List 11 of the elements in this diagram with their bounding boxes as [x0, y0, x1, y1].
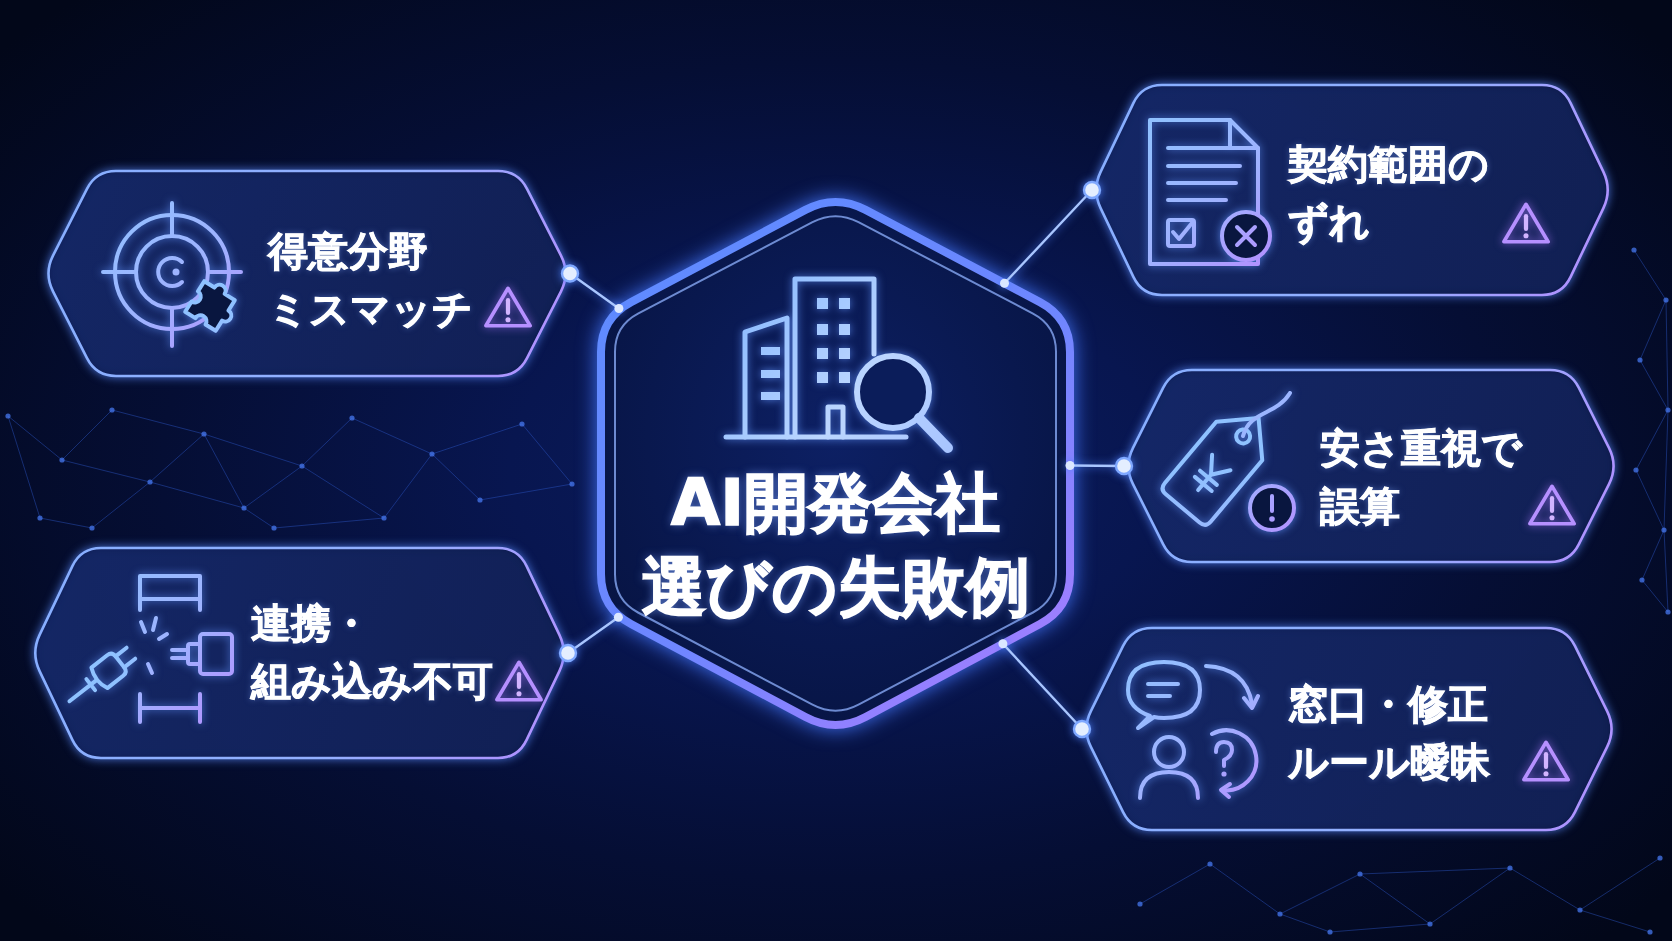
connector-line	[998, 639, 1092, 739]
node-label: 窓口・修正ルール曖昧	[1288, 680, 1490, 787]
connector-line	[1065, 456, 1134, 476]
connector-line	[1000, 180, 1102, 288]
connector-line	[558, 612, 623, 663]
node-label: 契約範囲のずれ	[1288, 140, 1489, 247]
node-label: 連携・組み込み不可	[251, 599, 493, 706]
node-label: 安さ重視で誤算	[1320, 424, 1522, 531]
title-text: AI開発会社選びの失敗例	[641, 465, 1030, 626]
node-label: 得意分野ミスマッチ	[268, 227, 473, 334]
connector-line	[560, 264, 624, 313]
